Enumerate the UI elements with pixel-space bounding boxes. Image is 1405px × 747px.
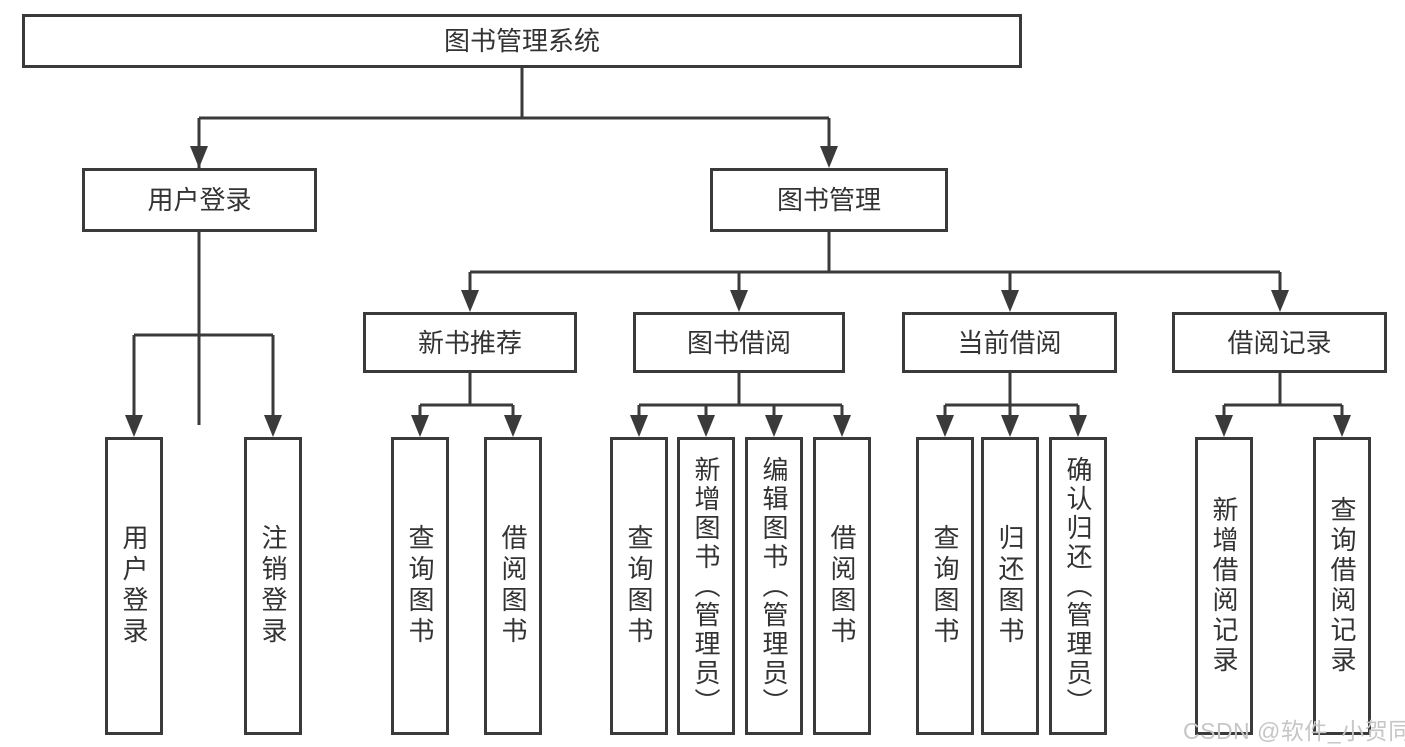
node-label: 查询图书 bbox=[405, 524, 435, 648]
node-leaf-add-books-admin: 新增图书（管理员） bbox=[677, 437, 735, 735]
node-leaf-edit-books-admin: 编辑图书（管理员） bbox=[745, 437, 803, 735]
node-label: 借阅图书 bbox=[498, 524, 528, 648]
node-label: 注销登录 bbox=[258, 524, 288, 648]
node-borrow-records: 借阅记录 bbox=[1172, 312, 1387, 373]
node-label: 新增图书（管理员） bbox=[691, 455, 721, 717]
node-label: 查询图书 bbox=[624, 524, 654, 648]
node-label: 编辑图书（管理员） bbox=[759, 455, 789, 717]
node-label: 查询图书 bbox=[930, 524, 960, 648]
node-book-management: 图书管理 bbox=[710, 168, 948, 232]
node-leaf-add-borrow-record: 新增借阅记录 bbox=[1195, 437, 1253, 735]
node-leaf-query-borrow-record: 查询借阅记录 bbox=[1313, 437, 1371, 735]
node-label: 用户登录 bbox=[147, 185, 252, 215]
node-leaf-logout: 注销登录 bbox=[244, 437, 302, 735]
node-label: 用户登录 bbox=[119, 524, 149, 648]
node-new-book-recommend: 新书推荐 bbox=[363, 312, 577, 373]
node-leaf-query-books-current: 查询图书 bbox=[916, 437, 974, 735]
node-label: 图书管理系统 bbox=[443, 26, 600, 56]
node-label: 借阅图书 bbox=[827, 524, 857, 648]
node-user-login: 用户登录 bbox=[82, 168, 317, 232]
node-label: 新书推荐 bbox=[417, 327, 522, 358]
node-label: 新增借阅记录 bbox=[1209, 496, 1239, 676]
node-leaf-query-books-borrowing: 查询图书 bbox=[610, 437, 668, 735]
node-leaf-user-login: 用户登录 bbox=[105, 437, 163, 735]
node-leaf-borrow-books: 借阅图书 bbox=[813, 437, 871, 735]
node-label: 图书借阅 bbox=[686, 327, 791, 358]
node-label: 借阅记录 bbox=[1227, 327, 1332, 358]
node-label: 当前借阅 bbox=[957, 327, 1062, 358]
node-current-borrowing: 当前借阅 bbox=[902, 312, 1117, 373]
node-label: 查询借阅记录 bbox=[1327, 496, 1357, 676]
node-label: 图书管理 bbox=[776, 185, 881, 215]
csdn-watermark: CSDN @软件_小贺同学 bbox=[1183, 718, 1405, 744]
node-label: 确认归还（管理员） bbox=[1063, 455, 1093, 717]
node-library-management-system: 图书管理系统 bbox=[22, 14, 1022, 68]
node-leaf-borrow-books-recommend: 借阅图书 bbox=[484, 437, 542, 735]
node-book-borrowing: 图书借阅 bbox=[633, 312, 845, 373]
node-leaf-return-books: 归还图书 bbox=[981, 437, 1039, 735]
node-leaf-confirm-return-admin: 确认归还（管理员） bbox=[1049, 437, 1107, 735]
node-leaf-query-books-recommend: 查询图书 bbox=[391, 437, 449, 735]
node-label: 归还图书 bbox=[995, 524, 1025, 648]
